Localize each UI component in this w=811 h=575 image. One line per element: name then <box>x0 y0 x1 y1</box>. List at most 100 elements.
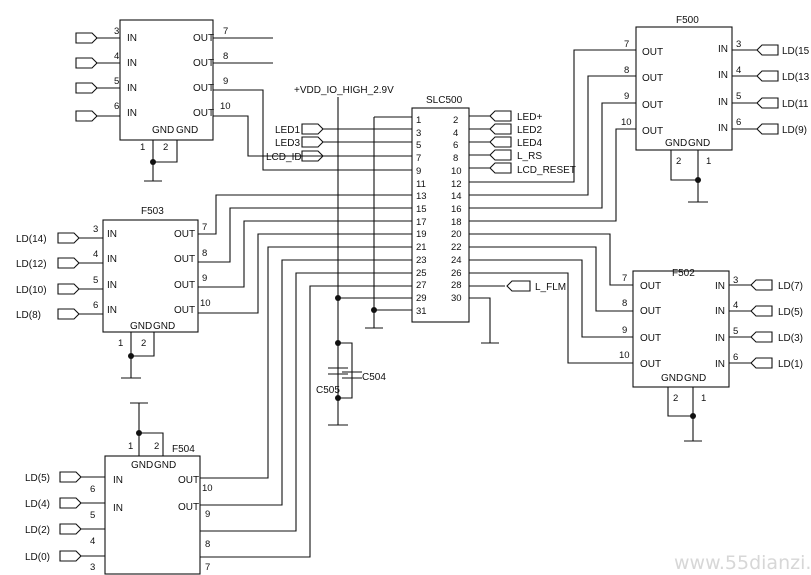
out-label: OUT <box>174 254 195 265</box>
pin-number: 21 <box>416 242 427 253</box>
pin-number: 1 <box>118 338 123 349</box>
pin-number: 23 <box>416 255 427 266</box>
in-label: IN <box>127 58 137 69</box>
pin-number: 16 <box>451 204 462 215</box>
pin-number: 3 <box>416 128 421 139</box>
pin-number: 29 <box>416 293 427 304</box>
out-label: OUT <box>642 100 663 111</box>
pin-number: 5 <box>93 275 98 286</box>
pin-number: 8 <box>622 298 627 309</box>
in-label: IN <box>718 44 728 55</box>
in-label: IN <box>127 108 137 119</box>
signal-label: LCD_ID <box>266 152 302 163</box>
pin-number: 3 <box>93 224 98 235</box>
pin-number: 1 <box>706 156 711 167</box>
pin-number: 8 <box>205 539 210 550</box>
pin-number: 6 <box>733 352 738 363</box>
signal-label: LD(3) <box>778 333 803 344</box>
chip-f503-body <box>102 219 199 333</box>
out-label: OUT <box>642 47 663 58</box>
in-label: IN <box>113 475 123 486</box>
pin-number: 30 <box>451 293 462 304</box>
pin-number: 7 <box>205 562 210 573</box>
pin-number: 31 <box>416 306 427 317</box>
chip-top-left: IN IN IN IN OUT OUT OUT OUT GND GND 3 4 … <box>75 19 412 182</box>
pin-number: 7 <box>622 273 627 284</box>
out-label: OUT <box>193 33 214 44</box>
signal-label: LED4 <box>517 138 542 149</box>
pin-number: 4 <box>736 65 741 76</box>
pin-number: 8 <box>624 65 629 76</box>
signal-label: LD(0) <box>25 552 50 563</box>
pin-number: 24 <box>451 255 462 266</box>
in-label: IN <box>113 503 123 514</box>
out-label: OUT <box>174 229 195 240</box>
pin-number: 6 <box>114 101 119 112</box>
pin-number: 5 <box>736 91 741 102</box>
out-label: OUT <box>640 281 661 292</box>
in-label: IN <box>107 254 117 265</box>
out-label: OUT <box>178 502 199 513</box>
connector-body <box>411 107 470 323</box>
pin-number: 3 <box>90 562 95 573</box>
pin-number: 10 <box>451 166 462 177</box>
pin-number: 9 <box>624 91 629 102</box>
pin-number: 7 <box>202 222 207 233</box>
out-label: OUT <box>193 108 214 119</box>
out-label: OUT <box>642 126 663 137</box>
pin-number: 5 <box>90 510 95 521</box>
pin-number: 9 <box>202 273 207 284</box>
chip-f504-body <box>104 455 201 575</box>
gnd-label: GND <box>176 125 198 136</box>
capacitor-label: C504 <box>362 372 386 383</box>
pin-number: 10 <box>619 350 630 361</box>
chip-title: F503 <box>141 206 164 217</box>
in-label: IN <box>107 305 117 316</box>
out-label: OUT <box>174 280 195 291</box>
signal-label: LD(8) <box>16 310 41 321</box>
input-flag <box>75 32 98 44</box>
signal-label: LD(11 <box>782 99 809 110</box>
pin-number: 10 <box>202 483 213 494</box>
pin-number: 5 <box>416 140 421 151</box>
pin-number: 4 <box>90 536 95 547</box>
pin-number: 12 <box>451 179 462 190</box>
pin-number: 19 <box>416 229 427 240</box>
pin-number: 7 <box>624 39 629 50</box>
signal-label: LD(9) <box>782 125 807 136</box>
in-label: IN <box>718 70 728 81</box>
pin-number: 1 <box>140 142 145 153</box>
pin-number: 9 <box>622 325 627 336</box>
in-label: IN <box>718 123 728 134</box>
in-label: IN <box>715 281 725 292</box>
chip-title: F502 <box>672 268 695 279</box>
pin-number: 22 <box>451 242 462 253</box>
pin-number: 9 <box>223 76 228 87</box>
pin-number: 4 <box>93 249 98 260</box>
signal-label: LD(15 <box>782 46 810 57</box>
in-label: IN <box>127 83 137 94</box>
pin-number: 8 <box>202 248 207 259</box>
pin-number: 25 <box>416 268 427 279</box>
pin-number: 15 <box>416 204 427 215</box>
out-label: OUT <box>178 475 199 486</box>
signal-label: LED+ <box>517 112 542 123</box>
pin-number: 7 <box>416 153 421 164</box>
signal-label: L_RS <box>517 151 542 162</box>
pin-number: 2 <box>154 441 159 452</box>
watermark: www.55dianzi.com <box>674 552 811 574</box>
pin-number: 11 <box>416 179 426 190</box>
signal-label: LD(4) <box>25 499 50 510</box>
signal-label: LED2 <box>517 125 542 136</box>
out-label: OUT <box>642 73 663 84</box>
gnd-label: GND <box>131 460 153 471</box>
in-label: IN <box>715 306 725 317</box>
pin-number: 1 <box>128 441 133 452</box>
pin-number: 10 <box>200 298 211 309</box>
signal-label: LD(7) <box>778 281 803 292</box>
pin-number: 27 <box>416 280 427 291</box>
gnd-label: GND <box>153 321 175 332</box>
chip-f500-body <box>635 26 733 151</box>
signal-label: LED3 <box>275 138 300 149</box>
